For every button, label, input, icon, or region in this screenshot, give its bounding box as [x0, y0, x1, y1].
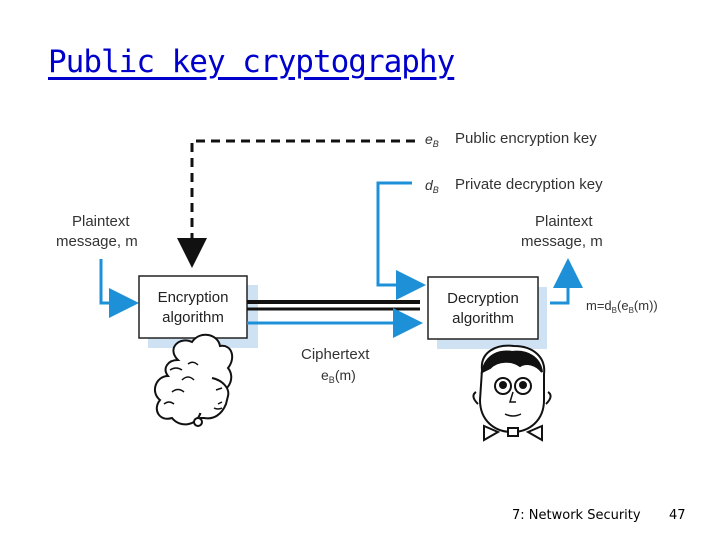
private-key-label: Private decryption key	[455, 176, 603, 193]
slide-page-number: 47	[669, 508, 686, 523]
ciphertext-label: Ciphertext	[301, 346, 370, 363]
encryption-box-label-2: algorithm	[162, 309, 224, 326]
decryption-box	[427, 276, 539, 340]
public-key-symbol: eB	[425, 131, 439, 149]
plaintext-right-line1: Plaintext	[535, 213, 593, 230]
public-key-arrow	[177, 139, 415, 268]
result-formula: m=dB(eB(m))	[586, 298, 658, 315]
private-key-symbol: dB	[425, 177, 439, 195]
plaintext-right-line2: message, m	[521, 233, 603, 250]
decryption-box-label-1: Decryption	[447, 290, 519, 307]
footer-course-label: 7: Network Security	[512, 508, 641, 523]
plaintext-left-line1: Plaintext	[72, 213, 130, 230]
encryption-box	[138, 275, 248, 339]
alice-illustration	[153, 333, 234, 427]
public-key-label: Public encryption key	[455, 130, 597, 147]
private-key-arrow	[376, 181, 426, 300]
plaintext-left-line2: message, m	[56, 233, 138, 250]
decryption-box-label-2: algorithm	[452, 310, 514, 327]
bob-illustration	[472, 344, 552, 442]
plaintext-output-arrow	[550, 258, 583, 305]
slide-title: Public key cryptography	[48, 44, 455, 80]
ciphertext-formula: eB(m)	[321, 367, 356, 385]
encryption-box-label-1: Encryption	[158, 289, 229, 306]
plaintext-input-arrow	[99, 259, 139, 318]
